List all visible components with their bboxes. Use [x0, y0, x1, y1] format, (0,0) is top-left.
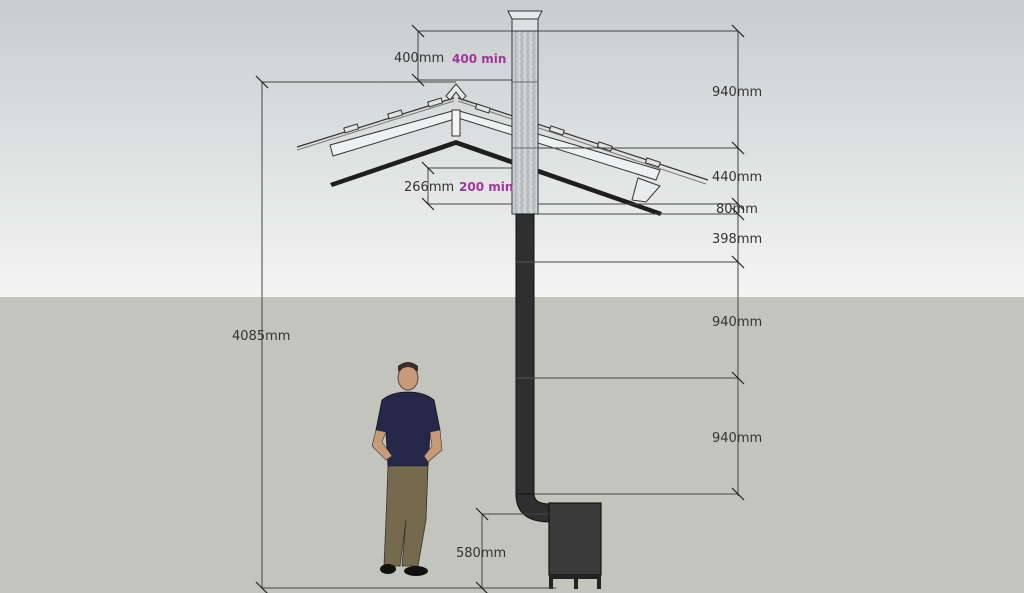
flue-insulated-section	[511, 30, 539, 215]
roof-batten-right	[457, 97, 709, 181]
label-roof-clearance-min: 400 min	[452, 52, 506, 66]
dim-tick	[255, 581, 268, 593]
dim-tick	[731, 371, 745, 385]
label-total-height: 4085mm	[232, 329, 290, 344]
dim-tick	[255, 75, 269, 89]
dim-tick	[475, 581, 488, 593]
dim-tick	[421, 197, 435, 211]
dim-tick	[411, 73, 425, 87]
flue-system	[507, 10, 551, 523]
label-flashing-gap: 80mm	[716, 202, 758, 217]
dim-tick	[731, 207, 745, 221]
roof-eave-fascia	[631, 177, 661, 203]
roof-tile-cleats	[343, 97, 661, 168]
label-ceiling-gap-min: 200 min	[459, 180, 513, 194]
wood-stove	[548, 502, 602, 589]
person-hair	[398, 362, 418, 372]
scale-person	[371, 362, 443, 576]
label-adapter-section: 398mm	[712, 232, 762, 247]
label-flue-section-upper: 940mm	[712, 315, 762, 330]
dim-tick	[731, 24, 745, 38]
stove-base	[549, 575, 601, 579]
label-flue-section-lower: 940mm	[712, 431, 762, 446]
dimension-lines	[255, 24, 745, 593]
label-top-flue-section: 940mm	[712, 85, 762, 100]
person-shirt	[375, 391, 441, 467]
label-roof-clearance: 400mm	[394, 51, 444, 66]
stove-leg-mid	[574, 579, 578, 589]
dim-tick	[731, 487, 745, 501]
roof-ridge	[445, 83, 467, 101]
dim-tick	[731, 197, 745, 211]
dim-tick	[411, 24, 425, 38]
roof-batten-left-edge	[296, 100, 455, 151]
dim-tick	[421, 161, 435, 175]
dim-tick	[731, 255, 745, 269]
roof-batten-right-edge	[457, 100, 707, 185]
roof-rafter-underside	[330, 140, 662, 216]
stove-leg-right	[597, 579, 601, 589]
person-shoe-left	[380, 564, 396, 574]
label-collar-section: 440mm	[712, 170, 762, 185]
roof-batten-left	[296, 97, 455, 148]
label-stove-height: 580mm	[456, 546, 506, 561]
flue-rain-cap	[507, 10, 543, 20]
flue-black-pipe	[515, 213, 535, 497]
flue-cap-collar	[511, 18, 539, 32]
dim-tick	[475, 507, 489, 521]
label-ceiling-gap: 266mm	[404, 180, 454, 195]
ground-plane	[0, 297, 1024, 593]
dim-tick	[731, 141, 745, 155]
stove-leg-left	[549, 579, 553, 589]
pitched-roof	[296, 83, 709, 216]
person-head	[397, 365, 419, 391]
roof-ridge-post	[451, 109, 461, 137]
person-shoe-right	[404, 566, 428, 576]
person-trousers	[383, 465, 429, 567]
person-arm-right	[423, 429, 443, 463]
dimension-labels: 4085mm 400mm 400 min 940mm 440mm 80mm 39…	[232, 51, 762, 561]
person-arm-left	[371, 429, 393, 461]
stove-body	[548, 502, 602, 576]
